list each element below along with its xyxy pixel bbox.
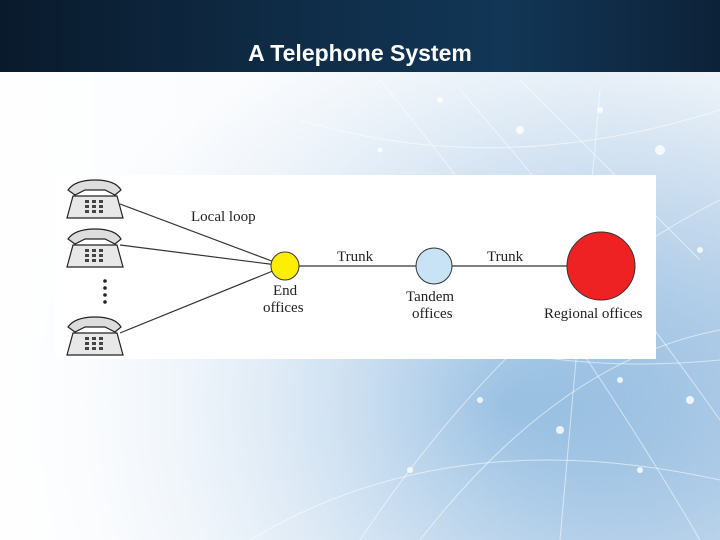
trunk-label-1: Trunk	[337, 249, 374, 265]
regional-offices-label: Regional offices	[544, 306, 643, 322]
local-loop-line-2	[119, 244, 286, 267]
end-offices-label-line2: offices	[263, 300, 304, 316]
end-office-node	[270, 251, 300, 281]
telephone-icon	[66, 179, 124, 219]
local-loop-line-3	[119, 265, 286, 334]
telephone-icon	[66, 228, 124, 268]
trunk-label-2: Trunk	[487, 249, 524, 265]
local-loop-line-1	[119, 203, 286, 267]
title-bar	[0, 0, 720, 72]
slide-title: A Telephone System	[248, 40, 472, 66]
tandem-office-node	[415, 247, 453, 285]
vertical-ellipsis	[103, 279, 107, 304]
telephone-icon	[66, 316, 124, 356]
tandem-offices-label-line2: offices	[412, 306, 453, 322]
end-offices-label-line1: End	[273, 283, 298, 299]
local-loop-label: Local loop	[191, 209, 256, 225]
tandem-offices-label-line1: Tandem	[406, 289, 454, 305]
telephone-system-diagram: Local loop Trunk Trunk End offices Tande…	[55, 175, 656, 359]
regional-office-node	[566, 231, 636, 301]
